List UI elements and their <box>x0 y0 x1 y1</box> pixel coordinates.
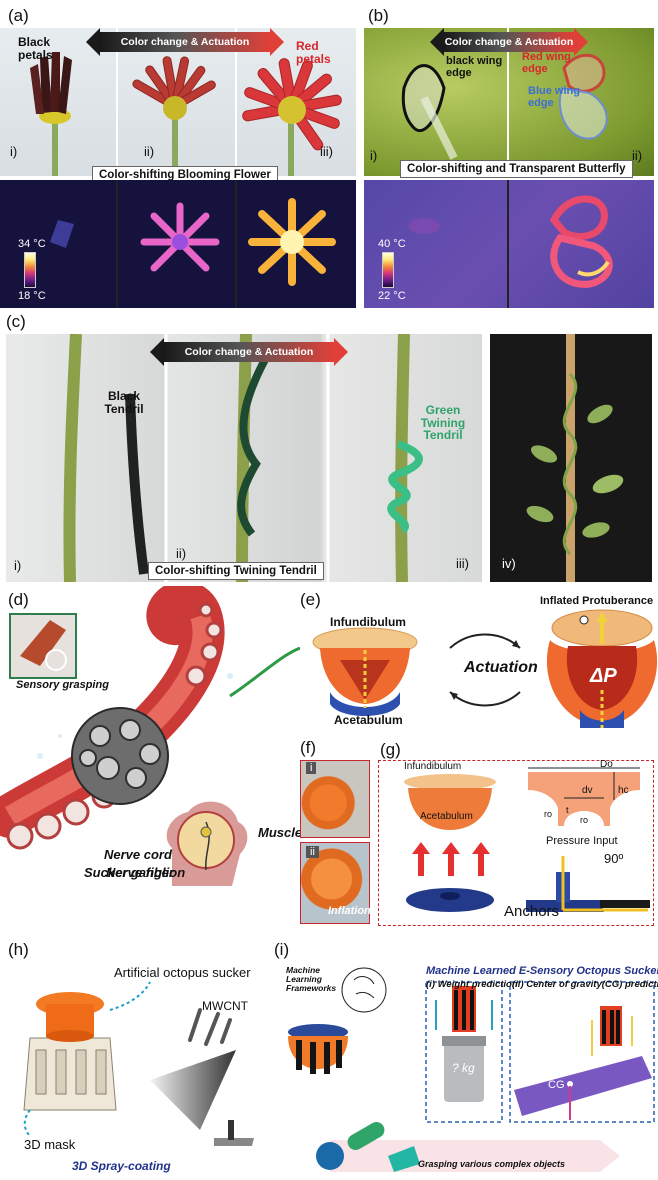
spray-coating-caption: 3D Spray-coating <box>72 1159 171 1173</box>
panel-d-label: (d) <box>8 590 29 609</box>
delta-p-label: ΔP <box>590 665 617 687</box>
flower-photos <box>30 28 342 176</box>
angle-label: 90º <box>604 851 624 866</box>
temp-high-a: 34 °C <box>18 238 46 250</box>
roman-a-i: i) <box>10 144 18 159</box>
panel-g-label: (g) <box>380 740 401 759</box>
butterfly-caption: Color-shifting and Transparent Butterfly <box>400 160 633 178</box>
pressure-label: Pressure Input <box>546 835 618 847</box>
mwcnt-label: MWCNT <box>202 999 248 1013</box>
nerve-fiber-label-alt: Nerve fiber <box>106 865 174 880</box>
roman-f-i: i <box>306 762 317 774</box>
roman-a-ii: ii) <box>144 144 155 159</box>
roman-b-ii: ii) <box>632 148 643 163</box>
sucker-actuation-diagram <box>312 609 658 728</box>
roman-a-iii: iii) <box>320 144 333 159</box>
infundibulum-label-e: Infundibulum <box>330 615 406 629</box>
t-label: t <box>566 805 569 815</box>
panel-h-label: (h) <box>8 940 29 959</box>
tendril-caption: Color-shifting Twining Tendril <box>148 562 324 580</box>
panel-c: (c) Color change & Actuation Black Tendr… <box>0 312 658 586</box>
anchors-label: Anchors <box>504 903 560 920</box>
panel-a: (a) <box>0 0 356 312</box>
weight-pred-label: (i) Weight prediction <box>426 979 518 990</box>
acetabulum-label-g: Acetabulum <box>420 811 473 822</box>
panel-e-label: (e) <box>300 590 321 609</box>
dv-label: dv <box>582 785 593 796</box>
spray-coating-diagram <box>23 981 254 1146</box>
muscle-label: Muscle <box>258 825 300 840</box>
grasping-label: Grasping various complex objects <box>418 1159 566 1169</box>
temp-high-b: 40 °C <box>378 238 406 250</box>
ml-frameworks-label: Machine Learning Frameworks <box>286 965 337 993</box>
roman-f-ii: ii <box>306 846 319 858</box>
do-label: Do <box>600 759 613 770</box>
roman-c-iv: iv) <box>502 556 516 571</box>
ro-label: ro <box>544 809 553 819</box>
cg-label: CG <box>548 1079 565 1091</box>
tendril-photos <box>63 334 423 582</box>
black-edge-label: black wing edge <box>446 55 503 79</box>
red-edge-label: Red wing edge <box>522 51 571 75</box>
panel-a-label: (a) <box>8 6 29 25</box>
roman-c-ii: ii) <box>176 546 187 561</box>
panel-i-label: (i) <box>274 940 290 959</box>
black-petals-label: Black petals <box>18 35 53 62</box>
black-tendril-label: Black Tendril <box>104 389 144 416</box>
red-flower <box>242 58 342 151</box>
thermal-images-b <box>408 180 613 308</box>
nerve-cord-label: Nerve cord <box>104 847 172 862</box>
panel-e: (e) <box>300 586 658 690</box>
colorbar-a <box>24 252 36 288</box>
design-box <box>378 760 654 926</box>
butterfly-photos <box>401 28 608 176</box>
colorbar-b <box>382 252 394 288</box>
roman-c-i: i) <box>14 558 22 573</box>
panel-f-label: (f) <box>300 738 317 757</box>
panel-d: (d) Sensory grasping <box>0 586 300 886</box>
panel-c-label: (c) <box>6 312 26 331</box>
thermal-images-a <box>50 180 336 308</box>
vine-photo-art <box>526 334 624 582</box>
actuation-arrow-a: Color change & Actuation <box>86 28 284 56</box>
acetabulum-label-e: Acetabulum <box>334 713 403 727</box>
mask-label: 3D mask <box>24 1137 76 1152</box>
infundibulum-label-g: Infundibulum <box>404 761 462 772</box>
protuberance-label: Inflated Protuberance <box>540 595 654 607</box>
black-flower <box>30 52 72 124</box>
sucker-ganglion-label: Sucker ganglion <box>84 865 186 880</box>
roman-c-iii: iii) <box>456 556 469 571</box>
hc-label: hc <box>618 785 629 796</box>
actuation-arrow-c: Color change & Actuation <box>150 338 348 366</box>
blue-edge-label: Blue wing edge <box>528 85 580 109</box>
kg-label: ? kg <box>452 1061 475 1075</box>
sucker-design-diagram <box>404 767 650 912</box>
ri-label: ro <box>580 815 589 825</box>
roman-b-i: i) <box>370 148 378 163</box>
octopus-illustration <box>0 586 300 886</box>
panel-b-label: (b) <box>368 6 389 25</box>
ml-title: Machine Learned E-Sensory Octopus Sucker <box>426 965 658 977</box>
red-petals-label: Red petals <box>296 39 331 66</box>
actuation-arrow-b: Color change & Actuation <box>430 28 588 56</box>
inflation-label: Inflation <box>328 905 371 917</box>
temp-low-b: 22 °C <box>378 290 406 302</box>
actuation-label: Actuation <box>464 659 538 676</box>
sensory-grasping-label: Sensory grasping <box>16 679 109 691</box>
ml-sucker-diagram <box>288 967 655 1172</box>
panel-b: (b) Color change & Actuation black wing … <box>360 0 658 312</box>
temp-low-a: 18 °C <box>18 290 46 302</box>
artificial-sucker-label: Artificial octopus sucker <box>114 965 251 980</box>
green-tendril-label: Green Twining Tendril <box>420 403 466 443</box>
mid-flower <box>132 56 216 120</box>
cg-pred-label: (ii) Center of gravity(CG) prediction <box>512 979 658 990</box>
